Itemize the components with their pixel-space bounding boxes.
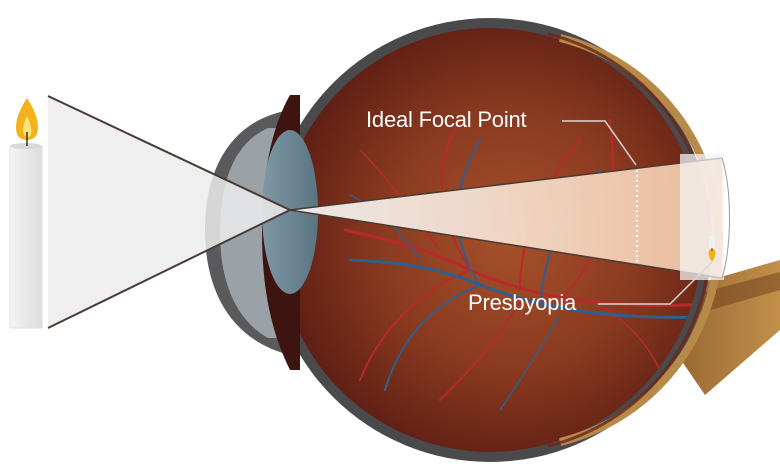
ideal-focal-leader (562, 120, 637, 166)
candle-icon (9, 98, 43, 329)
lens (262, 130, 318, 294)
refracted-light-cone (290, 158, 722, 278)
blood-vessels (343, 119, 702, 411)
inverted-candle-icon (708, 236, 716, 262)
ideal-focal-point-label: Ideal Focal Point (366, 107, 527, 132)
focus-plane (680, 154, 724, 280)
presbyopia-label: Presbyopia (468, 290, 577, 315)
incoming-light-cone (48, 96, 290, 328)
presbyopia-leader (598, 261, 713, 305)
